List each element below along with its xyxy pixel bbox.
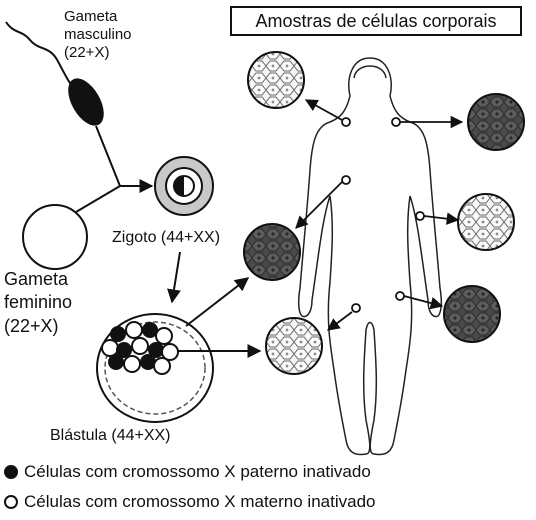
zygote-to-blastula-arrow bbox=[167, 251, 181, 304]
zygote-cell bbox=[154, 156, 214, 216]
human-body-outline bbox=[297, 57, 443, 456]
inner-cell-mass bbox=[101, 321, 179, 375]
sperm-cell bbox=[5, 21, 121, 187]
diagram-title-text: Amostras de células corporais bbox=[255, 10, 497, 31]
female-gamete-label-line3: (22+X) bbox=[4, 315, 59, 336]
female-gamete-label-line1: Gameta bbox=[4, 269, 69, 289]
legend-item-maternal: Células com cromossomo X materno inativa… bbox=[4, 492, 375, 512]
sample-cells-maternal bbox=[457, 193, 515, 251]
male-gamete-label-line1: Gameta bbox=[64, 8, 118, 25]
male-gamete-label-line2: masculino bbox=[64, 26, 132, 43]
female-gamete-label: Gameta feminino (22+X) bbox=[4, 268, 72, 338]
diagram-title: Amostras de células corporais bbox=[230, 6, 522, 36]
sample-arrows bbox=[295, 99, 464, 331]
blastula-arrow-up bbox=[185, 277, 250, 327]
sample-cells-paternal bbox=[467, 93, 525, 151]
sample-cells-maternal bbox=[265, 317, 323, 375]
male-gamete-label-line3: (22+X) bbox=[64, 44, 110, 61]
sample-cells-paternal bbox=[243, 223, 301, 281]
egg-cell bbox=[22, 185, 121, 270]
legend-item-paternal: Células com cromossomo X paterno inativa… bbox=[4, 462, 371, 482]
male-gamete-label: Gameta masculino (22+X) bbox=[64, 8, 132, 62]
blastula bbox=[96, 313, 214, 423]
female-gamete-label-line2: feminino bbox=[4, 292, 73, 313]
blastula-label: Blástula (44+XX) bbox=[50, 427, 171, 444]
sample-cells-maternal bbox=[247, 51, 305, 109]
zygote-label: Zigoto (44+XX) bbox=[112, 229, 221, 246]
legend-text-maternal: Células com cromossomo X materno inativa… bbox=[24, 492, 376, 511]
filled-circle-icon bbox=[4, 465, 18, 479]
sample-cells-paternal bbox=[443, 285, 501, 343]
open-circle-icon bbox=[4, 495, 18, 509]
legend-text-paternal: Células com cromossomo X paterno inativa… bbox=[24, 462, 371, 481]
